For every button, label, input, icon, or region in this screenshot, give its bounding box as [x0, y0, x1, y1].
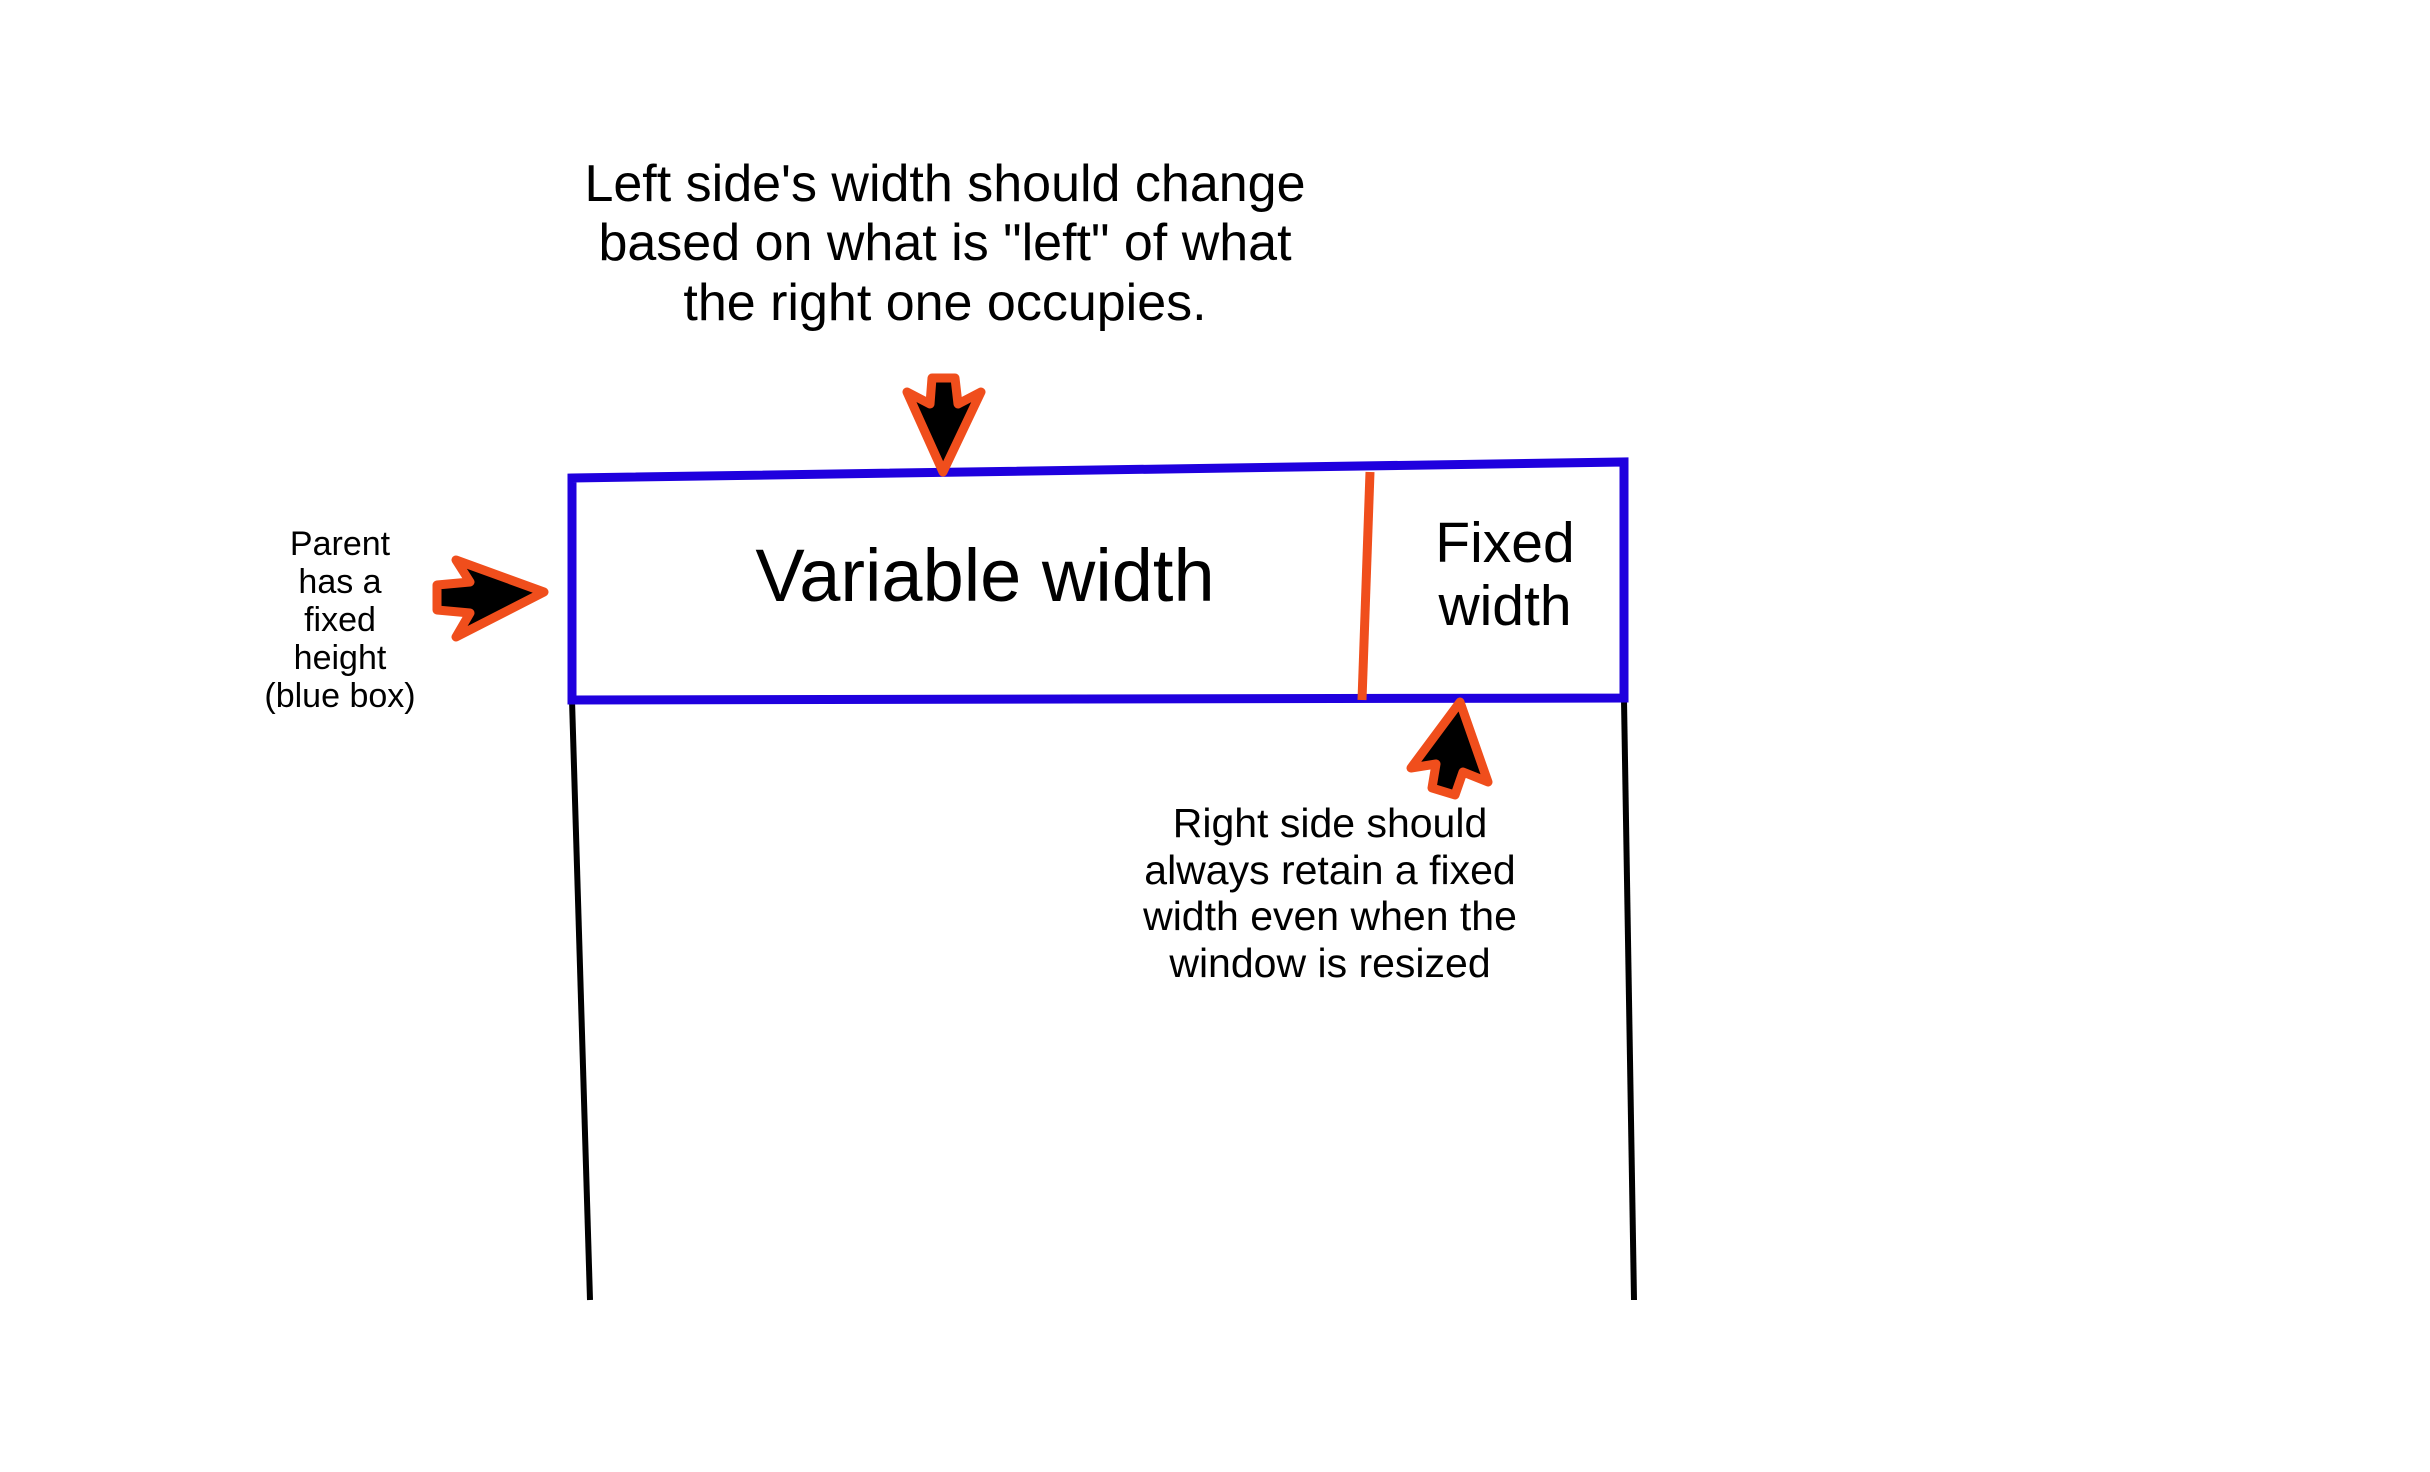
down-arrow-icon	[902, 373, 986, 477]
fixed-width-annotation-text: Right side should always retain a fixed …	[1143, 800, 1517, 987]
panel-divider	[1357, 471, 1375, 701]
right-arrow-icon	[432, 555, 549, 642]
top-annotation-text: Left side's width should change based on…	[584, 155, 1306, 332]
window-frame-left-line	[569, 699, 593, 1301]
fixed-width-panel-label: Fixed width	[1435, 511, 1575, 638]
parent-annotation-text: Parent has a fixed height (blue box)	[264, 525, 416, 716]
variable-width-panel-label: Variable width	[755, 534, 1215, 617]
window-frame-right-line	[1621, 699, 1637, 1301]
up-arrow-icon	[1406, 697, 1493, 800]
